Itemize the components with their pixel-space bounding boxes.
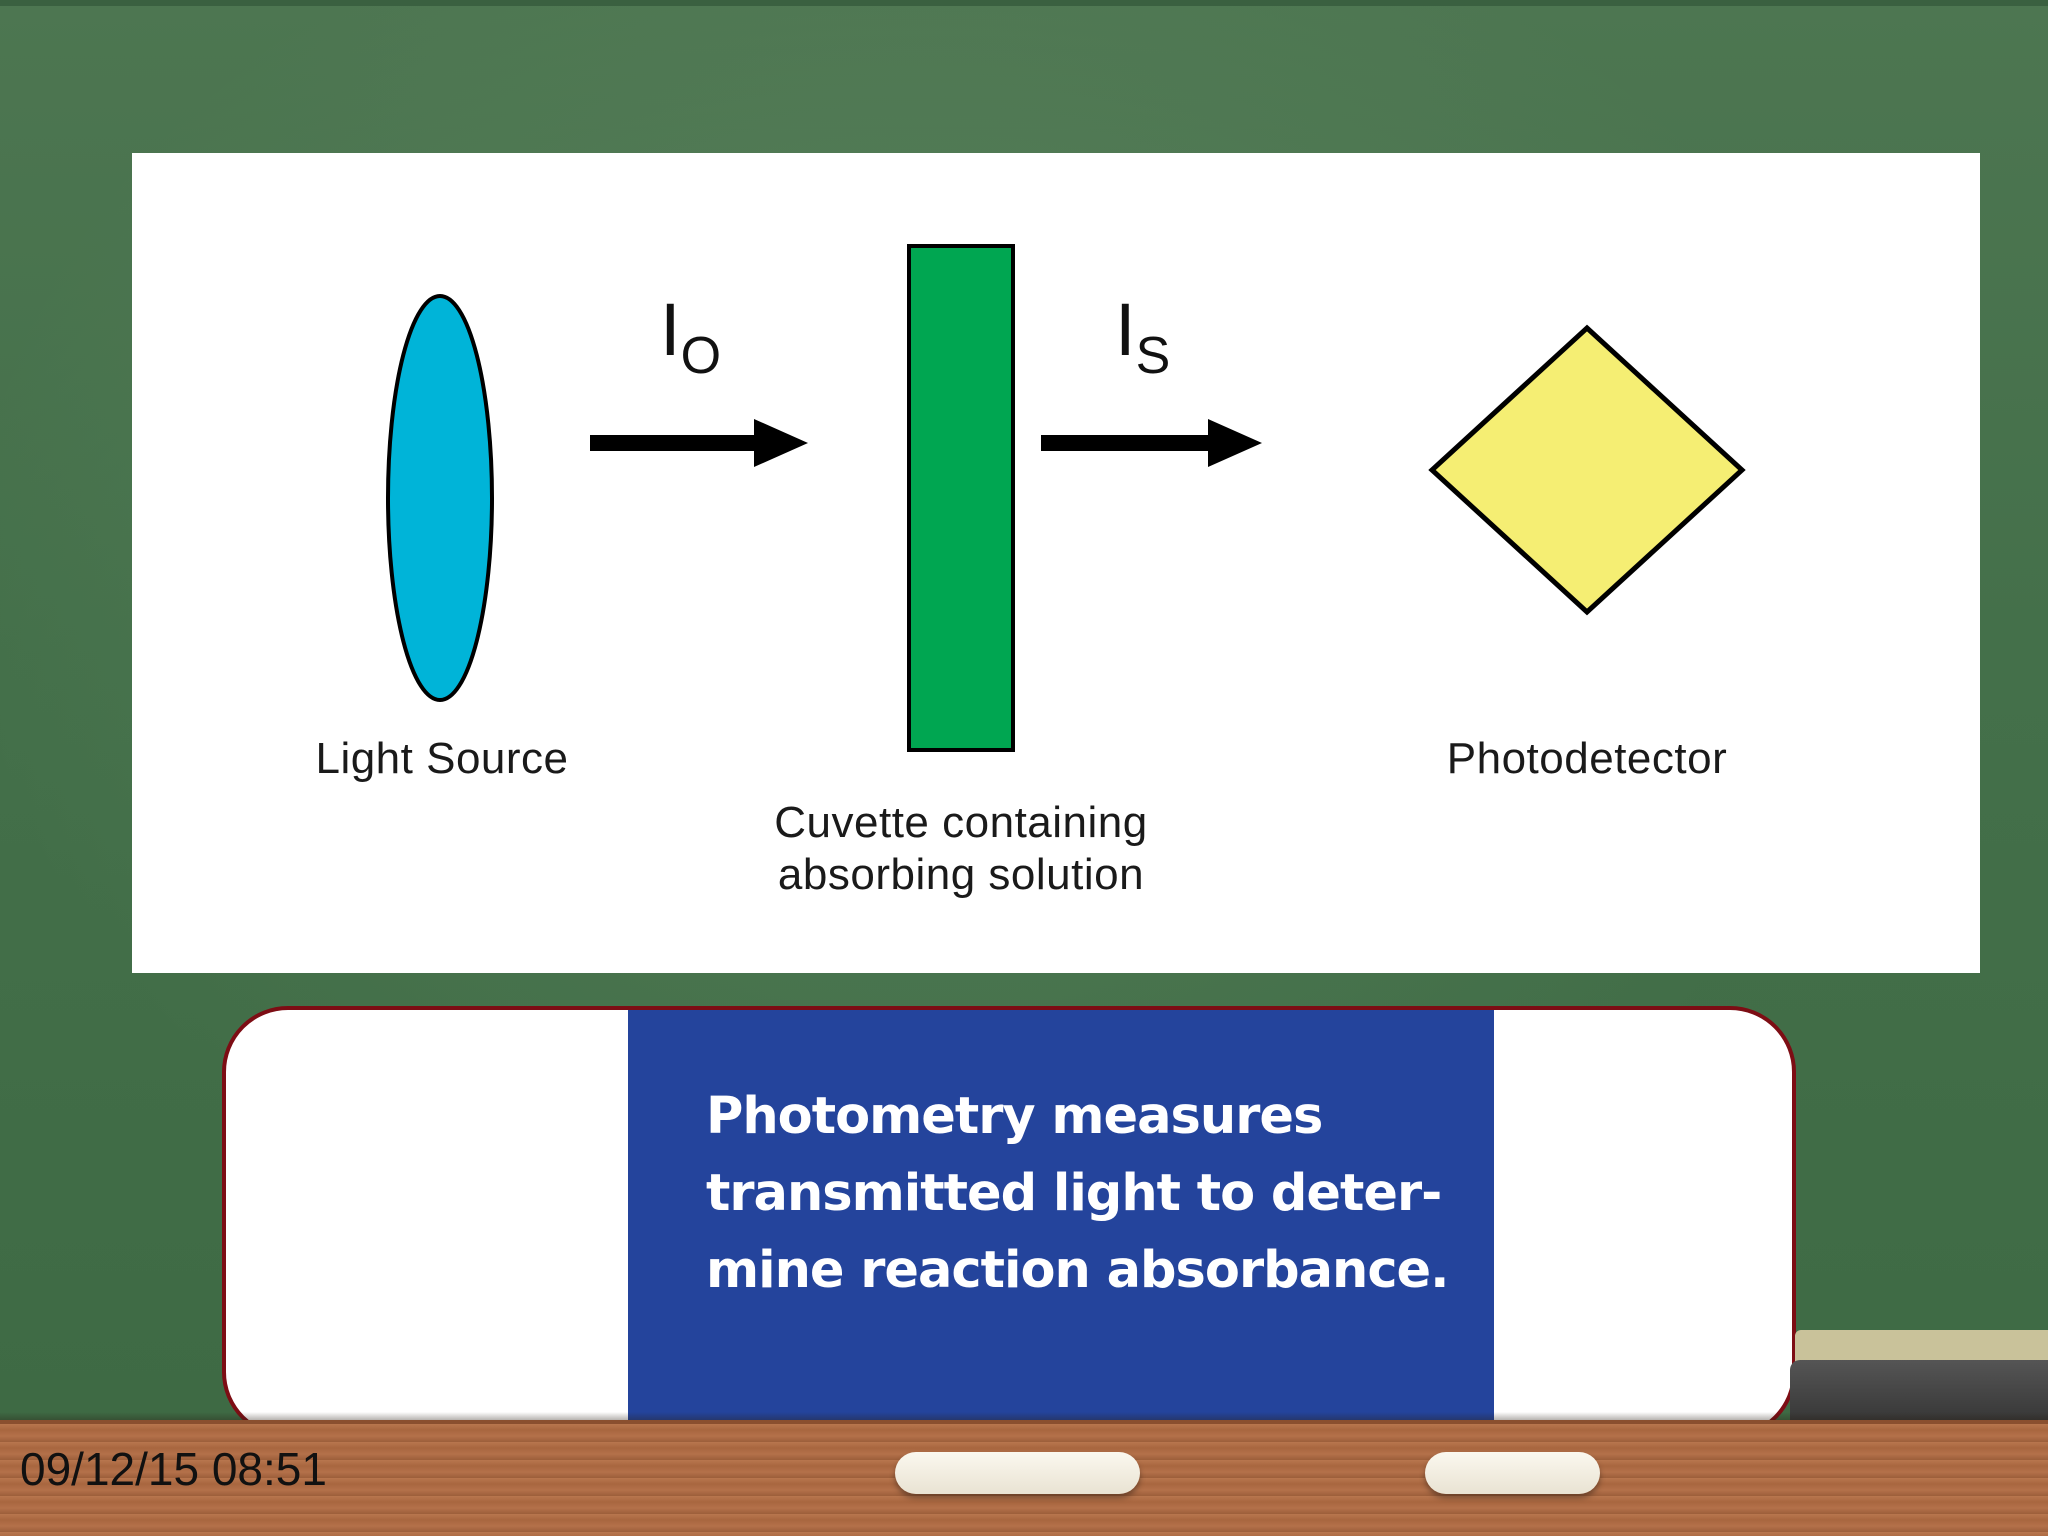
cuvette-rectangle xyxy=(907,244,1015,752)
incident-beam-arrow xyxy=(590,419,808,467)
photometer-diagram: IO IS Light Source Cuvette containing ab… xyxy=(132,153,1980,973)
transmitted-intensity-symbol: IS xyxy=(1115,288,1171,386)
chalk-piece-right xyxy=(1425,1452,1600,1494)
photodetector-diamond xyxy=(1428,324,1746,616)
caption-callout: Photometry measures transmitted light to… xyxy=(222,1006,1796,1438)
board-frame-top xyxy=(0,0,2048,6)
light-source-label: Light Source xyxy=(315,734,569,783)
caption-text: Photometry measures transmitted light to… xyxy=(706,1087,1450,1300)
caption-highlight: Photometry measures transmitted light to… xyxy=(628,1010,1494,1434)
slide-timestamp: 09/12/15 08:51 xyxy=(20,1443,327,1495)
light-source-ellipse xyxy=(386,294,494,702)
photodetector-label: Photodetector xyxy=(1446,734,1728,783)
chalk-piece-left xyxy=(895,1452,1140,1494)
incident-intensity-symbol: IO xyxy=(660,288,722,386)
diagram-drawing xyxy=(386,244,1746,752)
cuvette-label: Cuvette containing absorbing solution xyxy=(774,798,1148,899)
transmitted-beam-arrow xyxy=(1041,419,1262,467)
